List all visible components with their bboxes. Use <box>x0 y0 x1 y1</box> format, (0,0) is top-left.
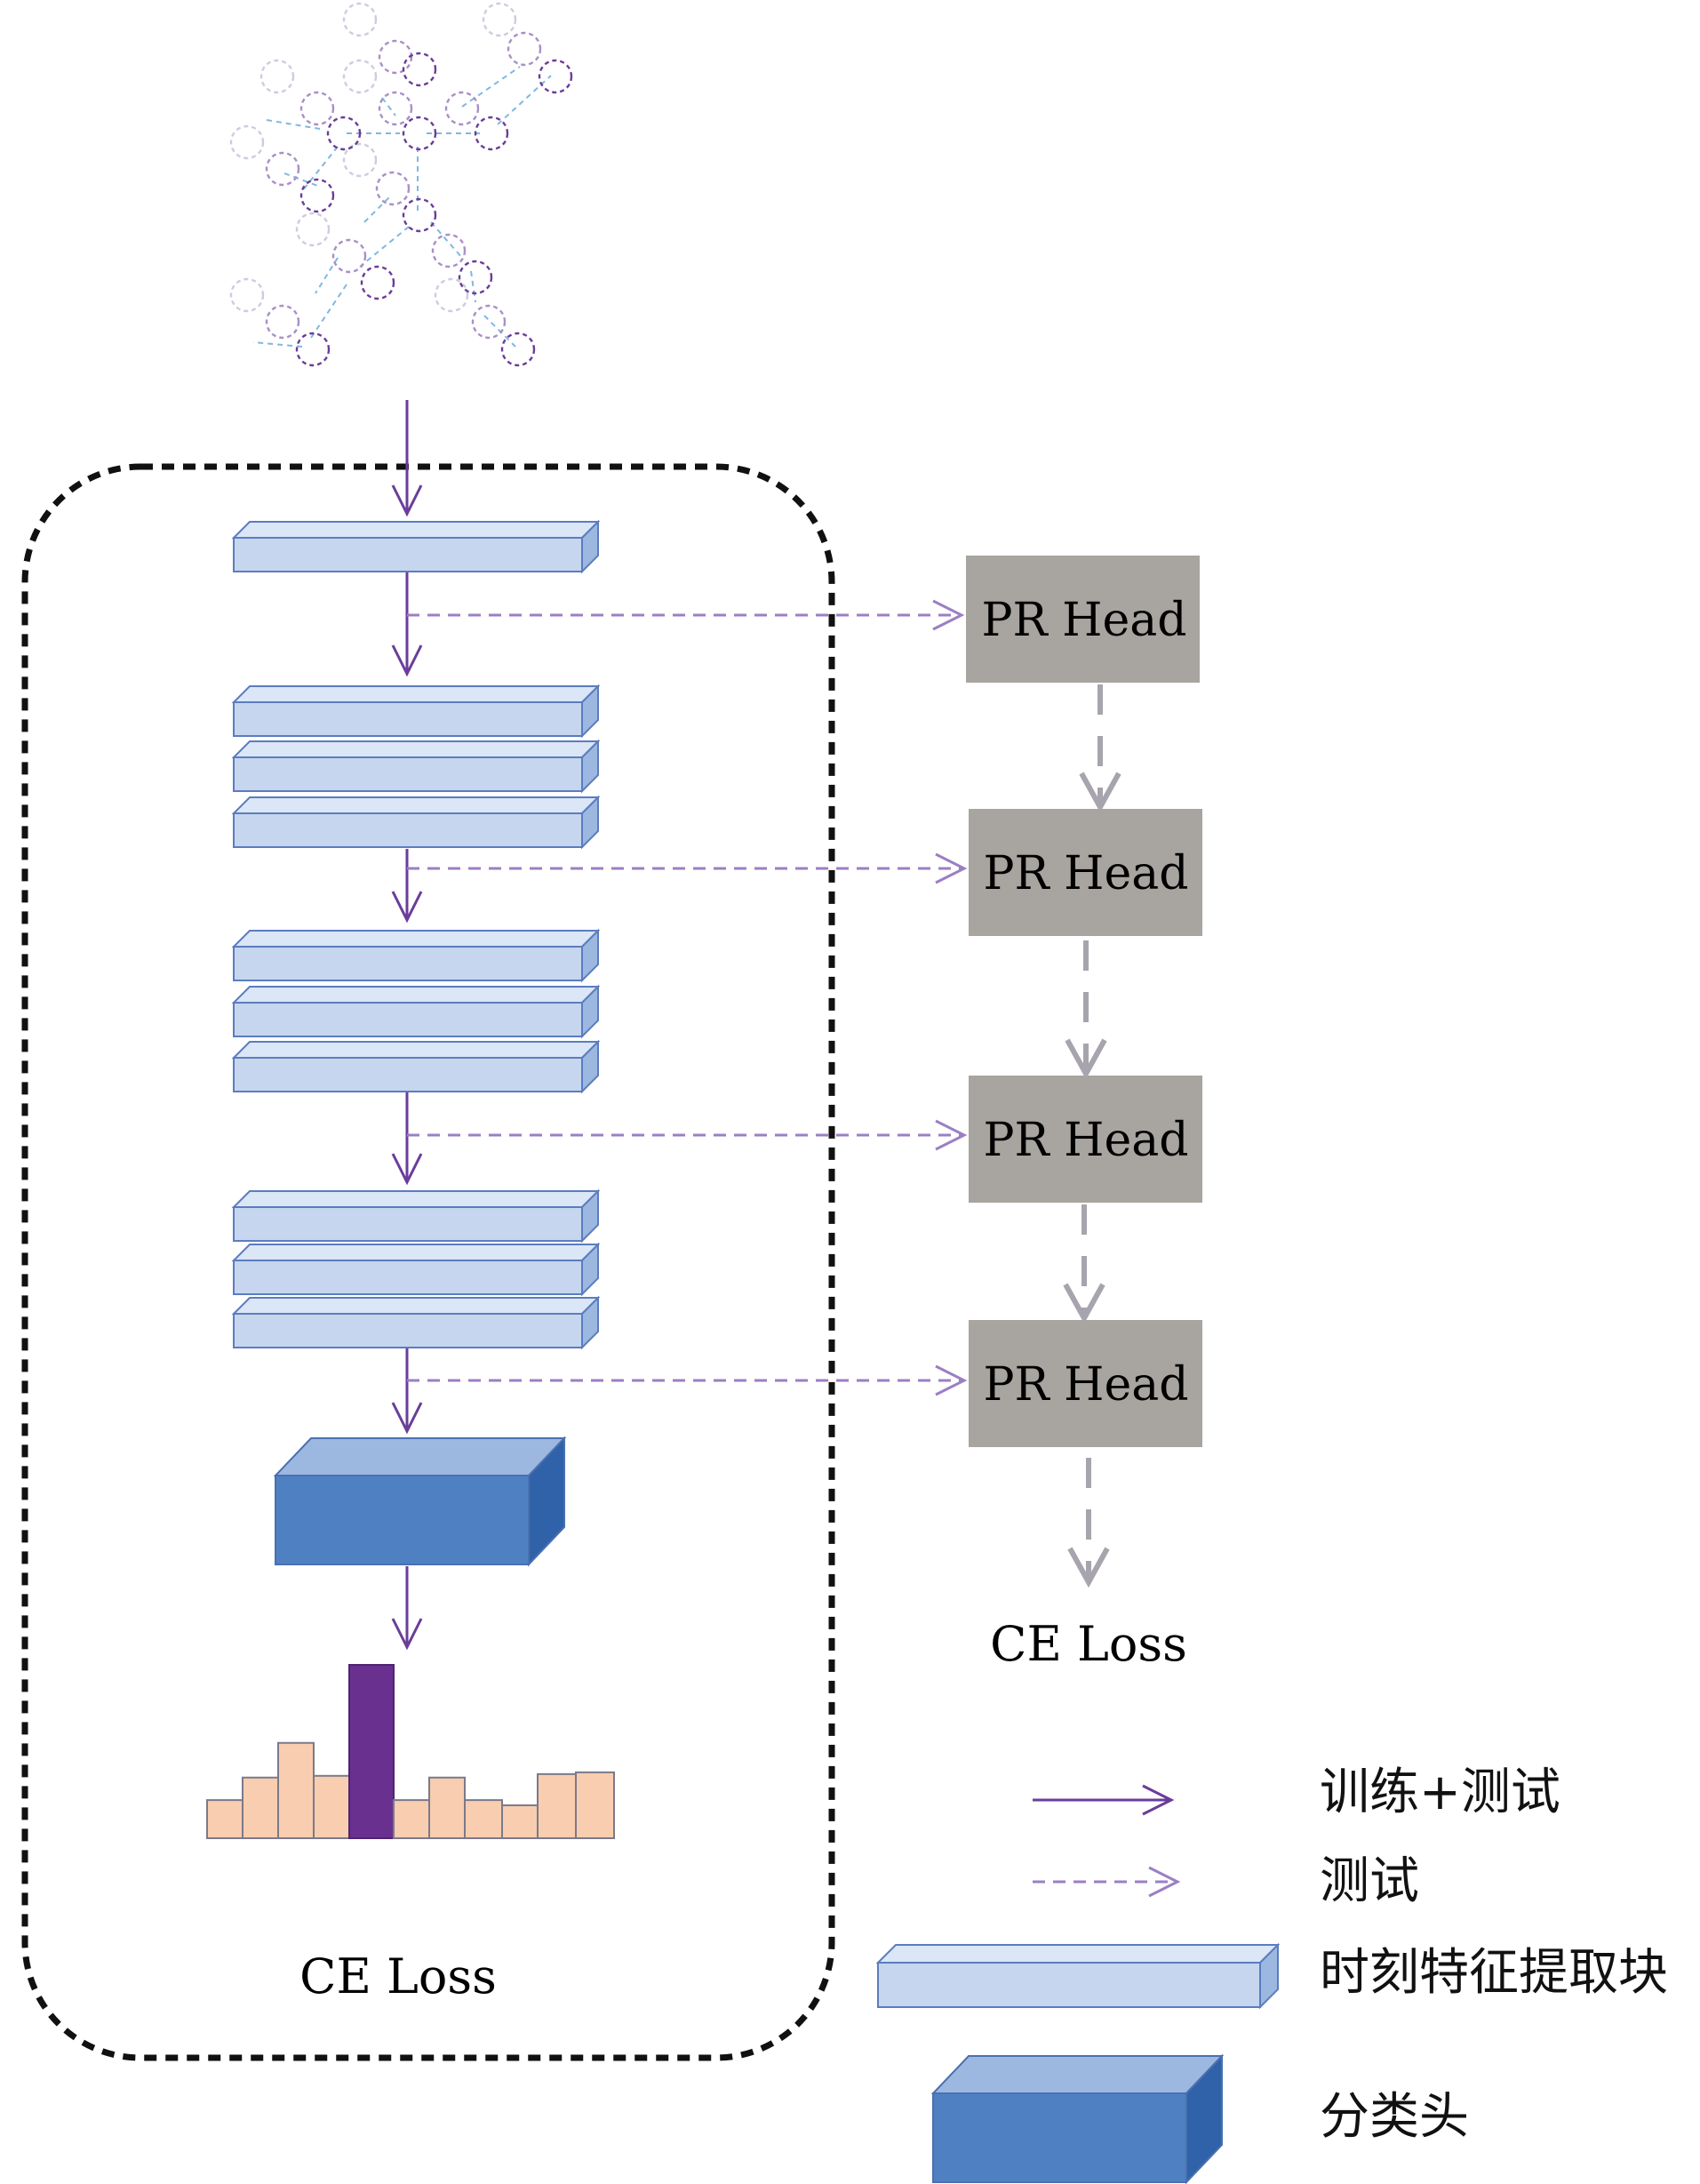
feature-block-7 <box>231 1039 601 1094</box>
legend-classifier-head: 分类头 <box>930 2053 1469 2184</box>
histogram-bar <box>501 1804 539 1839</box>
histogram-bar <box>575 1771 615 1840</box>
legend-train-test-label: 训练+测试 <box>1320 1764 1560 1821</box>
model-container <box>21 463 835 2061</box>
feature-block-1 <box>231 519 601 574</box>
pr-head-3: PR Head <box>969 1076 1202 1203</box>
legend-test-label: 测试 <box>1320 1852 1419 1910</box>
pr-head-label-3: PR Head <box>983 1114 1188 1167</box>
pr-head-box-1 <box>966 556 1200 683</box>
legend-classifier-head-icon <box>932 2092 1187 2183</box>
output-histogram <box>206 1664 615 1840</box>
feature-block-8 <box>231 1188 601 1244</box>
histogram-bar <box>464 1799 503 1839</box>
legend-feature-block: 时刻特征提取块 <box>875 1942 1668 2010</box>
feature-block-6 <box>231 984 601 1039</box>
pr-head-box-4 <box>969 1320 1202 1447</box>
skeleton-graph-icon <box>229 2 573 367</box>
histogram-peak-bar <box>348 1664 395 1839</box>
histogram-bar <box>242 1776 279 1839</box>
feature-block-9 <box>231 1242 601 1297</box>
pr-head-box-3 <box>969 1076 1202 1203</box>
legend: 训练+测试 测试 时刻特征提取块 分类头 <box>875 1764 1668 2184</box>
legend-feature-block-label: 时刻特征提取块 <box>1320 1944 1668 2002</box>
pr-head-label-1: PR Head <box>981 594 1186 647</box>
feature-block-stack <box>231 519 601 1350</box>
histogram-bar <box>206 1799 243 1839</box>
feature-block-5 <box>231 928 601 983</box>
legend-train-test: 训练+测试 <box>1033 1764 1560 1821</box>
histogram-bar <box>393 1799 430 1839</box>
legend-feature-block-icon <box>877 1962 1261 2008</box>
histogram-bar <box>537 1772 577 1839</box>
histogram-bar <box>428 1776 466 1839</box>
test-flow-arrows <box>407 599 968 1396</box>
pr-head-4: PR Head <box>969 1320 1202 1447</box>
pr-head-box-2 <box>969 809 1202 936</box>
head-loss-label: CE Loss <box>990 1616 1187 1672</box>
feature-block-3 <box>231 739 601 794</box>
pr-head-1: PR Head <box>966 556 1200 683</box>
feature-block-4 <box>231 795 601 850</box>
histogram-bar <box>277 1741 315 1839</box>
pr-head-2: PR Head <box>969 809 1202 936</box>
pr-head-label-2: PR Head <box>983 847 1188 900</box>
pr-head-label-4: PR Head <box>983 1358 1188 1412</box>
classifier-head-box <box>273 1436 567 1567</box>
legend-test: 测试 <box>1033 1852 1419 1910</box>
histogram-bar <box>313 1774 350 1840</box>
model-loss-label: CE Loss <box>299 1948 497 2004</box>
legend-classifier-head-label: 分类头 <box>1320 2088 1469 2146</box>
pr-head-chain-arrows <box>1084 684 1100 1582</box>
feature-block-10 <box>231 1295 601 1350</box>
feature-block-2 <box>231 684 601 739</box>
